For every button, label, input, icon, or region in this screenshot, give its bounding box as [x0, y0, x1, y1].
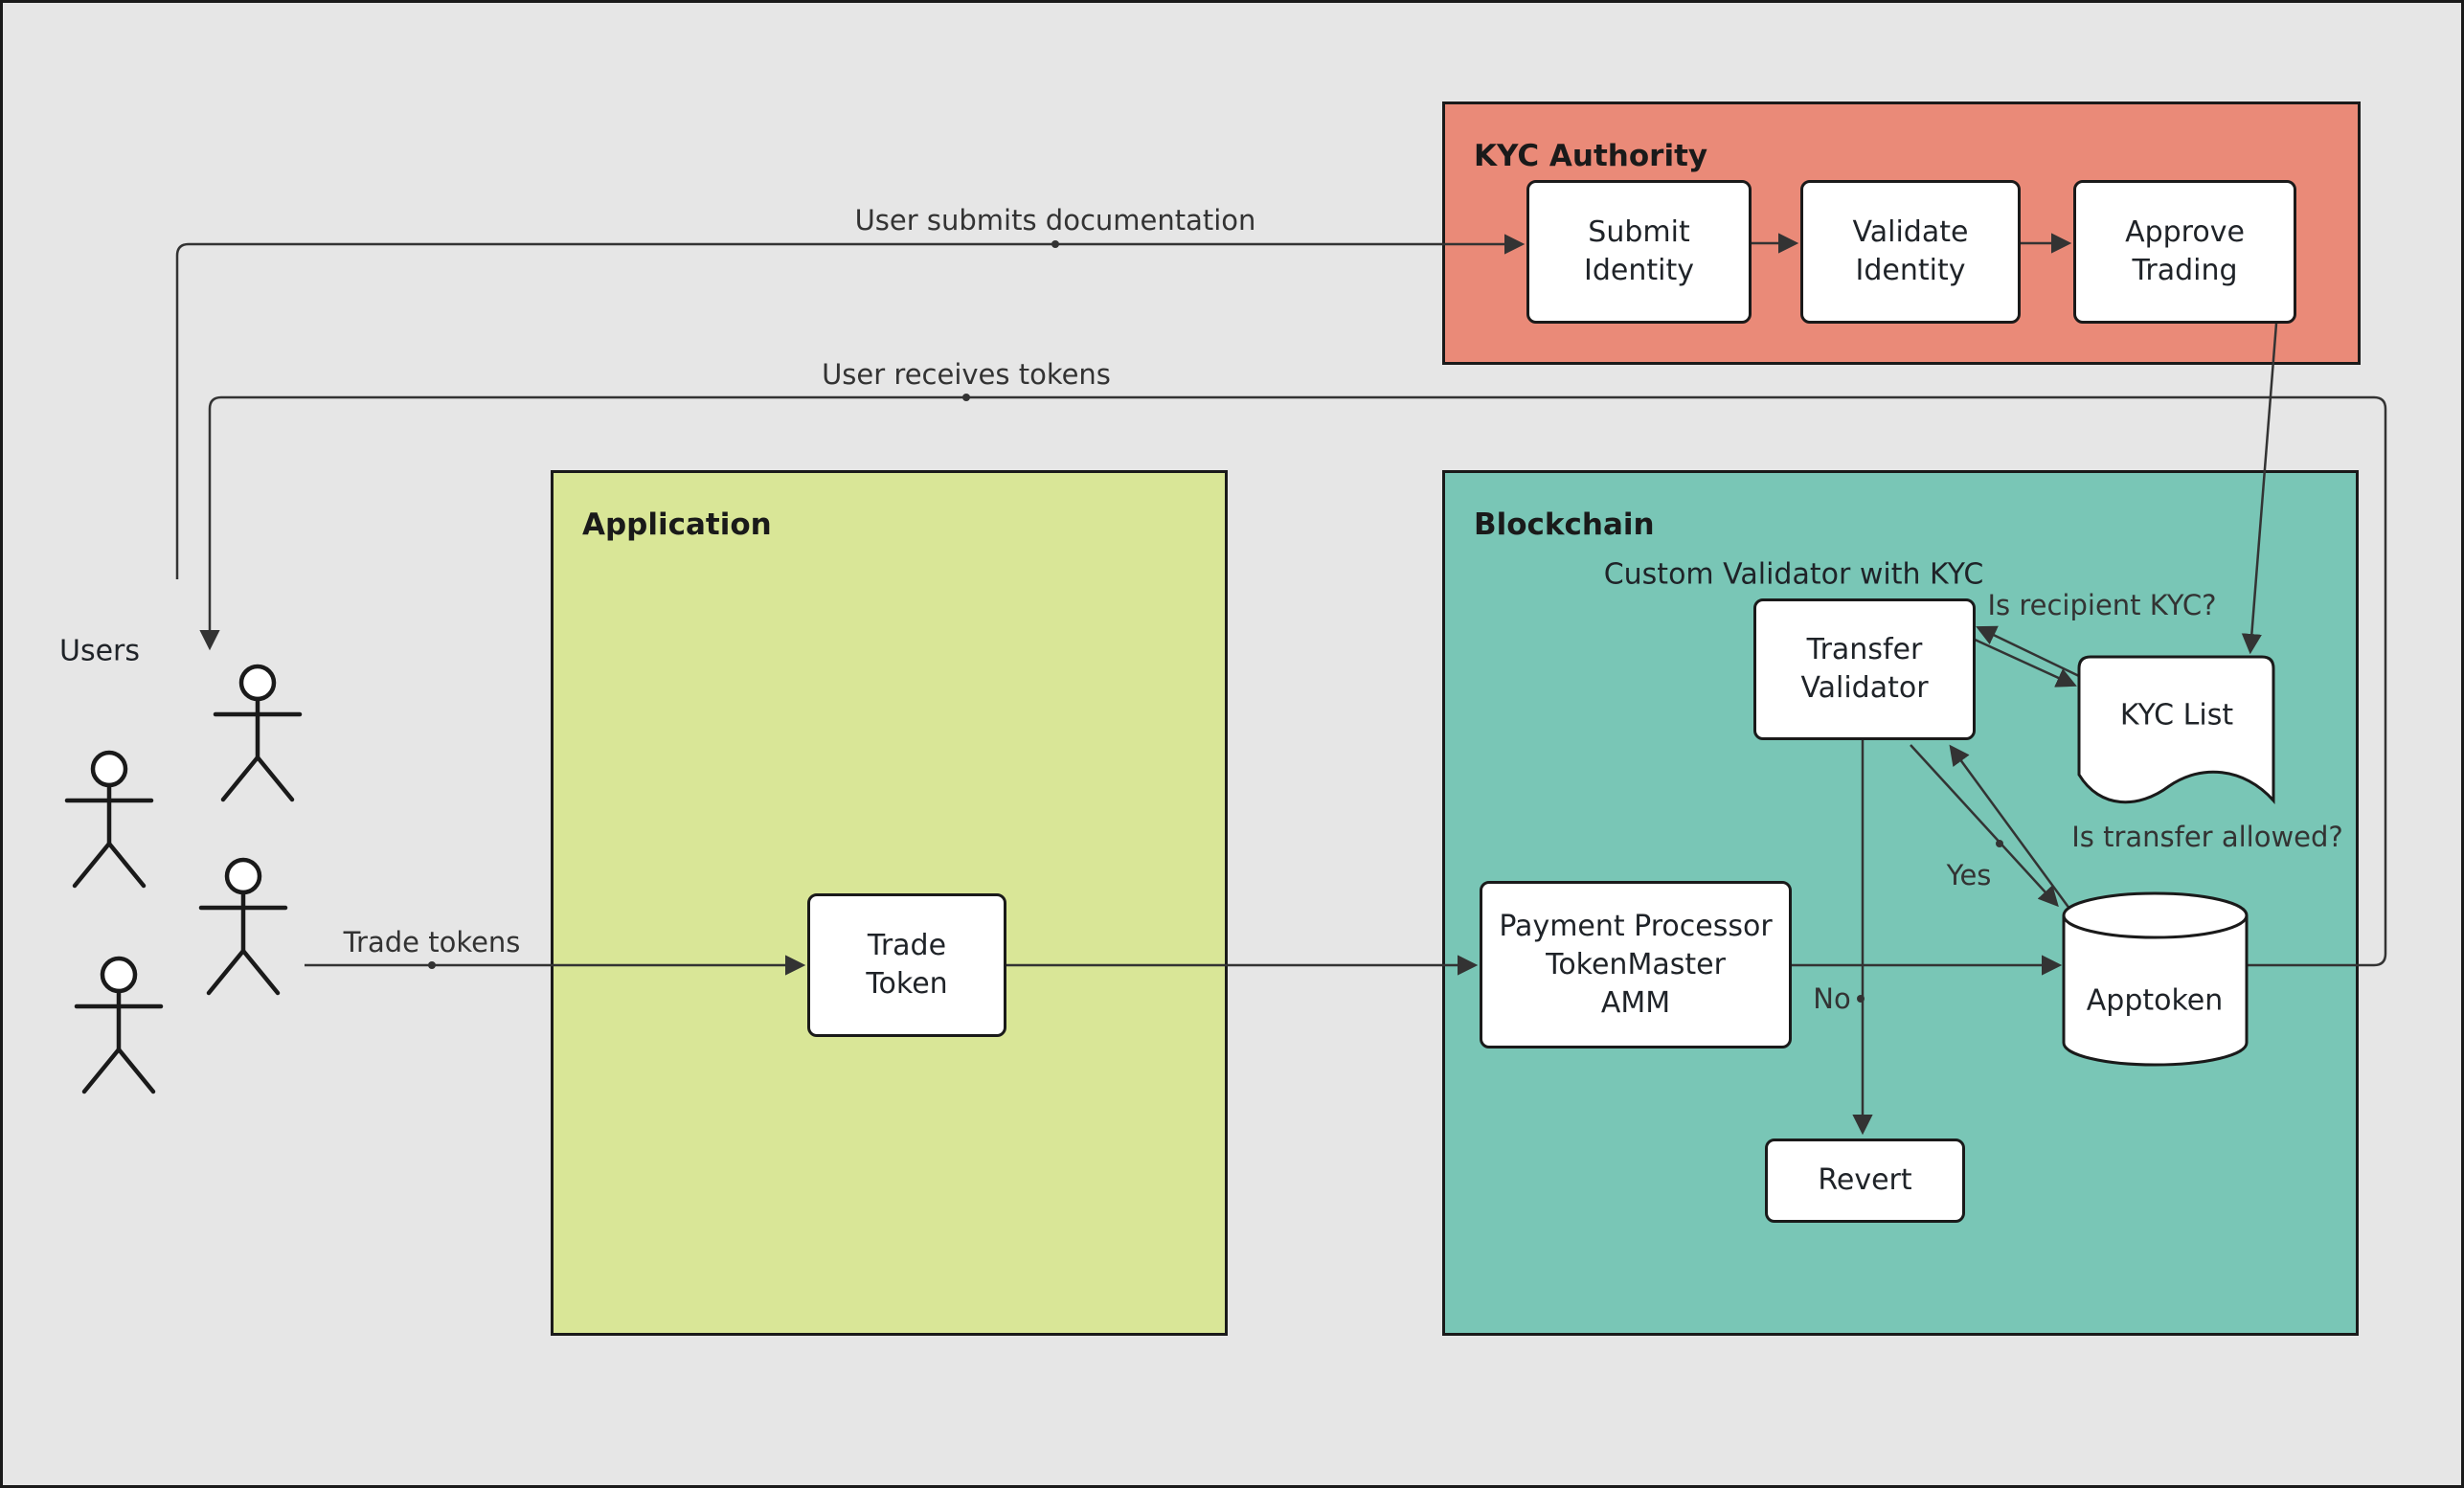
edge-kyc-list-to-transfer-validator	[1976, 625, 2082, 679]
kyc-list-label: KYC List	[2119, 698, 2234, 733]
annotation-custom-validator-with-kyc: Custom Validator with KYC	[1603, 557, 1984, 592]
label-anchor-dot	[428, 961, 436, 969]
edge-label-is-recipient-kyc: Is recipient KYC?	[1987, 589, 2217, 621]
group-title-kyc-authority: KYC Authority	[1474, 139, 1708, 173]
group-title-application: Application	[582, 507, 772, 542]
edge-user-submits-documentation	[175, 234, 1526, 579]
edge-transfer-validator-to-apptoken	[1910, 744, 2059, 908]
edge-label-is-transfer-allowed: Is transfer allowed?	[2071, 821, 2343, 853]
label-anchor-dot	[1857, 995, 1865, 1003]
node-transfer-validator: Transfer Validator	[1753, 598, 1976, 740]
label-anchor-dot	[1996, 840, 2003, 847]
edge-label-trade-tokens: Trade tokens	[343, 926, 521, 958]
label-anchor-dot	[1051, 240, 1059, 248]
apptoken-cylinder-shape	[2062, 891, 2249, 1067]
node-validate-identity: Validate Identity	[1800, 180, 2021, 324]
edge-user-receives-tokens	[199, 395, 2387, 967]
node-submit-identity: Submit Identity	[1526, 180, 1752, 324]
apptoken-cylinder-top-arc	[2062, 914, 2249, 939]
node-revert: Revert	[1765, 1139, 1965, 1223]
users-label: Users	[58, 634, 141, 668]
edge-label-user-submits-documentation: User submits documentation	[854, 204, 1256, 237]
edge-label-no: No	[1813, 982, 1851, 1015]
edge-label-user-receives-tokens: User receives tokens	[822, 358, 1111, 391]
node-approve-trading: Approve Trading	[2073, 180, 2296, 324]
user-stick-figure	[198, 857, 288, 996]
edge-approve-trading-to-kyc-list	[2241, 323, 2278, 655]
edge-label-yes: Yes	[1946, 859, 1992, 891]
edge-transfer-validator-to-kyc-list	[1972, 637, 2077, 688]
apptoken-label: Apptoken	[2086, 983, 2224, 1018]
label-anchor-dot	[962, 394, 970, 401]
user-stick-figure	[213, 664, 303, 802]
diagram-edges-layer	[64, 233, 2387, 1136]
kyc-list-document-shape	[2077, 655, 2275, 804]
node-payment-processor: Payment Processor TokenMaster AMM	[1480, 881, 1792, 1048]
group-title-blockchain: Blockchain	[1474, 507, 1655, 542]
node-trade-token: Trade Token	[807, 893, 1006, 1037]
user-stick-figure	[64, 750, 154, 889]
user-stick-figure	[74, 956, 164, 1094]
